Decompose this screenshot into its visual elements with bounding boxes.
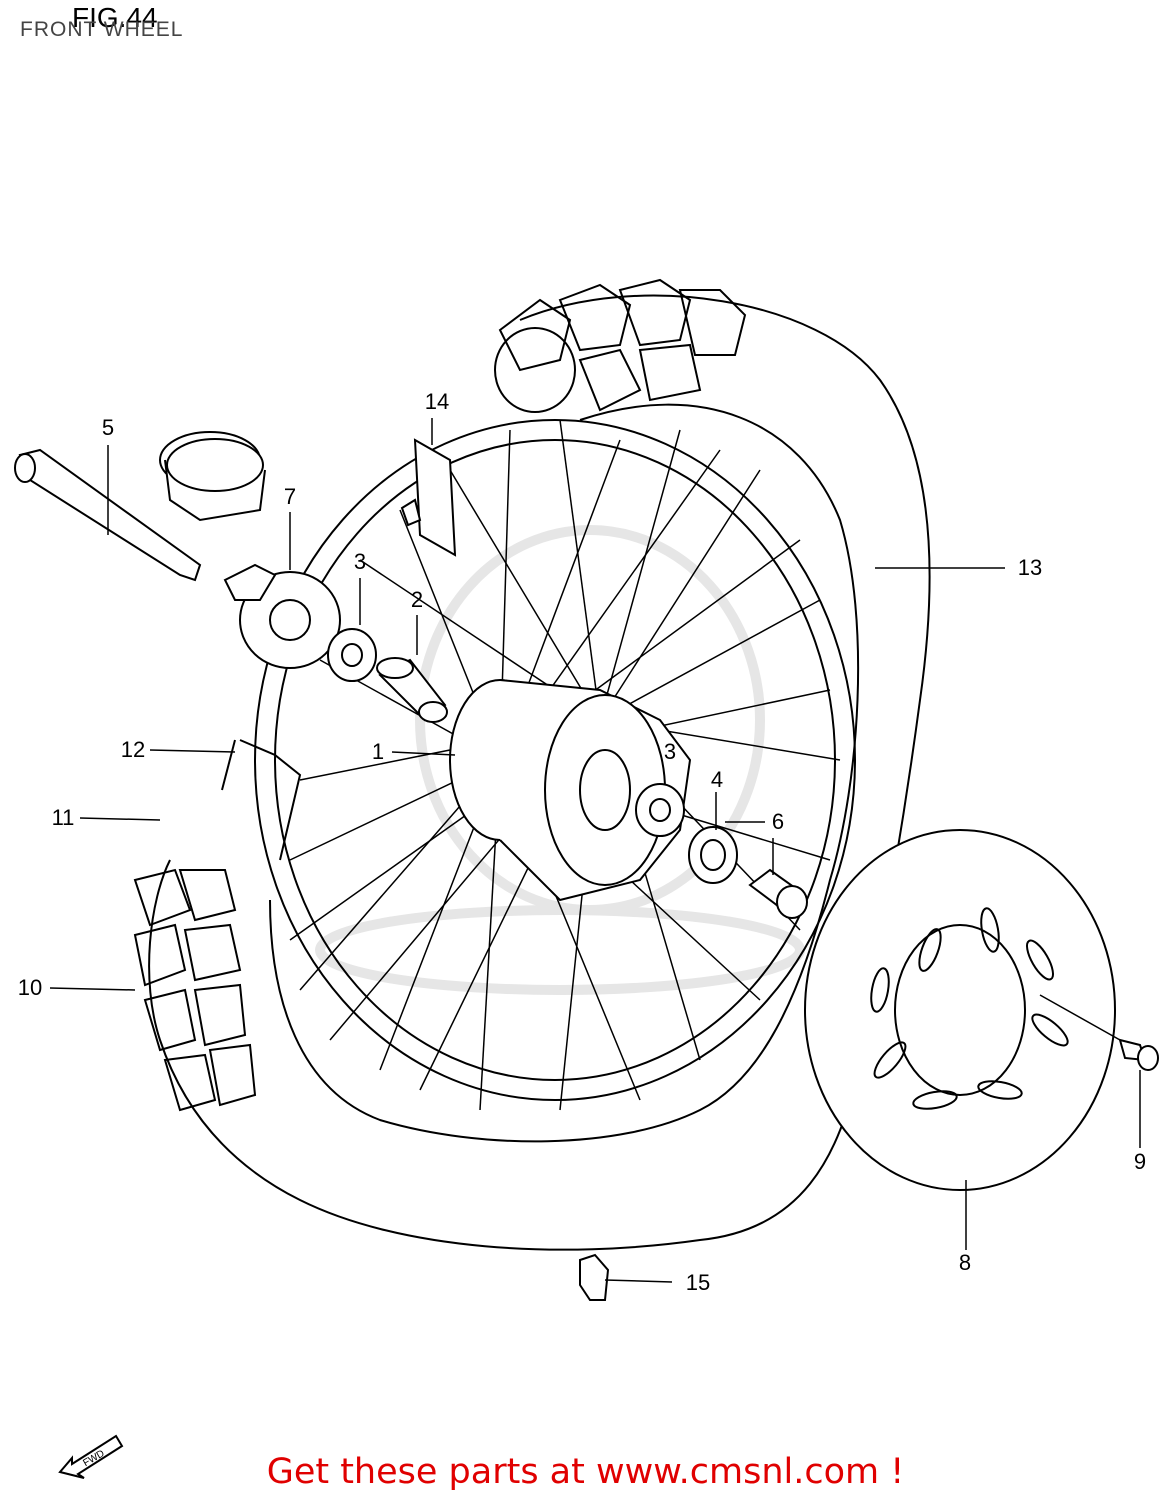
callout-3-right: 3 bbox=[663, 739, 677, 764]
callout-7: 7 bbox=[283, 484, 297, 509]
callout-9: 9 bbox=[1133, 1149, 1147, 1174]
callout-10: 10 bbox=[17, 975, 43, 1000]
spacer bbox=[376, 657, 448, 723]
leader-lines bbox=[49, 418, 1141, 1283]
tube bbox=[159, 431, 266, 522]
callout-2: 2 bbox=[410, 587, 424, 612]
tire bbox=[133, 278, 931, 1251]
hub bbox=[449, 679, 692, 902]
axle bbox=[14, 448, 202, 582]
bearing-left bbox=[327, 628, 377, 682]
tread-blocks-top bbox=[494, 278, 747, 413]
footer-link[interactable]: Get these parts at www.cmsnl.com ! bbox=[266, 1452, 905, 1492]
label bbox=[400, 438, 457, 557]
disc-bolt bbox=[1118, 1038, 1159, 1071]
oil-seal bbox=[688, 826, 738, 884]
callout-11: 11 bbox=[51, 805, 75, 830]
callout-3-left: 3 bbox=[353, 549, 367, 574]
callout-6: 6 bbox=[771, 809, 785, 834]
callout-1: 1 bbox=[371, 739, 385, 764]
callout-5: 5 bbox=[101, 415, 115, 440]
callout-4: 4 bbox=[710, 767, 724, 792]
brake-disc bbox=[804, 829, 1116, 1191]
callout-15: 15 bbox=[685, 1270, 711, 1295]
page-subtitle: FRONT WHEEL bbox=[20, 18, 184, 41]
callout-12: 12 bbox=[120, 737, 146, 762]
balancer bbox=[579, 1253, 610, 1301]
callout-8: 8 bbox=[958, 1250, 972, 1275]
tread-blocks-left bbox=[133, 868, 257, 1112]
collar bbox=[748, 868, 808, 919]
callout-14: 14 bbox=[424, 389, 450, 414]
page-title: FIG.44 bbox=[72, 2, 158, 33]
watermark-logo bbox=[315, 525, 805, 995]
speedometer-gearbox bbox=[223, 563, 341, 669]
fwd-arrow-icon: FWD bbox=[58, 1434, 124, 1479]
bearing-right bbox=[635, 783, 685, 837]
callout-13: 13 bbox=[1017, 555, 1043, 580]
rim-band bbox=[221, 739, 302, 861]
